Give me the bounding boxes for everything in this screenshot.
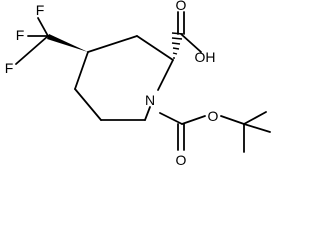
atom-label-f2: F	[16, 27, 25, 43]
bond-cf3-f3	[15, 35, 49, 65]
bond-c4-c3	[87, 35, 138, 53]
bond-n-carbonyl	[159, 112, 183, 125]
bond-n-ring-stub	[144, 106, 151, 121]
atom-label-boc-carbonyl-o: O	[176, 152, 187, 168]
atom-label-f3: F	[5, 60, 14, 76]
atom-label-acid-carbonyl-o: O	[176, 0, 187, 13]
atom-label-f1: F	[36, 2, 45, 18]
bond-c3-c2	[136, 35, 174, 61]
bond-c2-n	[157, 59, 174, 91]
wedge-bond-c4-cf3	[47, 34, 88, 52]
bond-acid-c-oh	[180, 33, 202, 53]
chemical-structure-diagram: F F F O OH N O O	[5, 0, 271, 168]
atom-label-nitrogen: N	[145, 92, 155, 108]
bond-carbonyl-o-ester	[181, 115, 206, 125]
bond-tbu-methyl-1	[243, 111, 267, 125]
bond-tbu-methyl-2	[243, 123, 271, 133]
bond-c5-c4	[74, 51, 89, 90]
bond-c6-c5	[74, 88, 102, 121]
bond-o-tertiary-c	[220, 115, 245, 125]
atom-label-acid-hydroxyl: OH	[195, 49, 216, 65]
bond-cf3-f1	[37, 17, 49, 37]
hashed-wedge-c2-cooh	[171, 32, 184, 59]
atom-label-boc-ester-o: O	[208, 108, 219, 124]
